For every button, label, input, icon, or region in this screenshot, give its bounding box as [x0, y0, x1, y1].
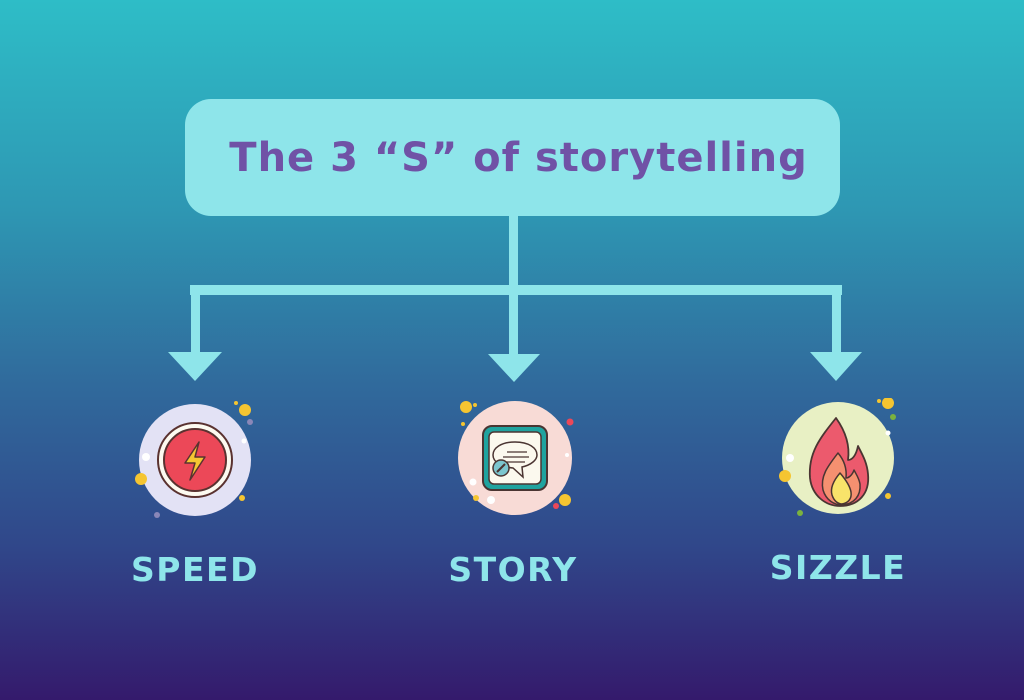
lightning-bolt-icon [135, 401, 253, 518]
title-box: The 3 “S” of storytelling [185, 99, 840, 216]
arrow-left-icon [168, 352, 222, 381]
label-story: STORY [448, 550, 578, 589]
arrow-center-icon [488, 354, 540, 382]
arrow-right-icon [810, 352, 862, 381]
diagram-title: The 3 “S” of storytelling [229, 134, 808, 181]
label-sizzle: SIZZLE [769, 548, 907, 587]
flame-icon [779, 398, 896, 516]
speech-bubble-icon [458, 401, 574, 515]
label-speed: SPEED [131, 550, 259, 589]
